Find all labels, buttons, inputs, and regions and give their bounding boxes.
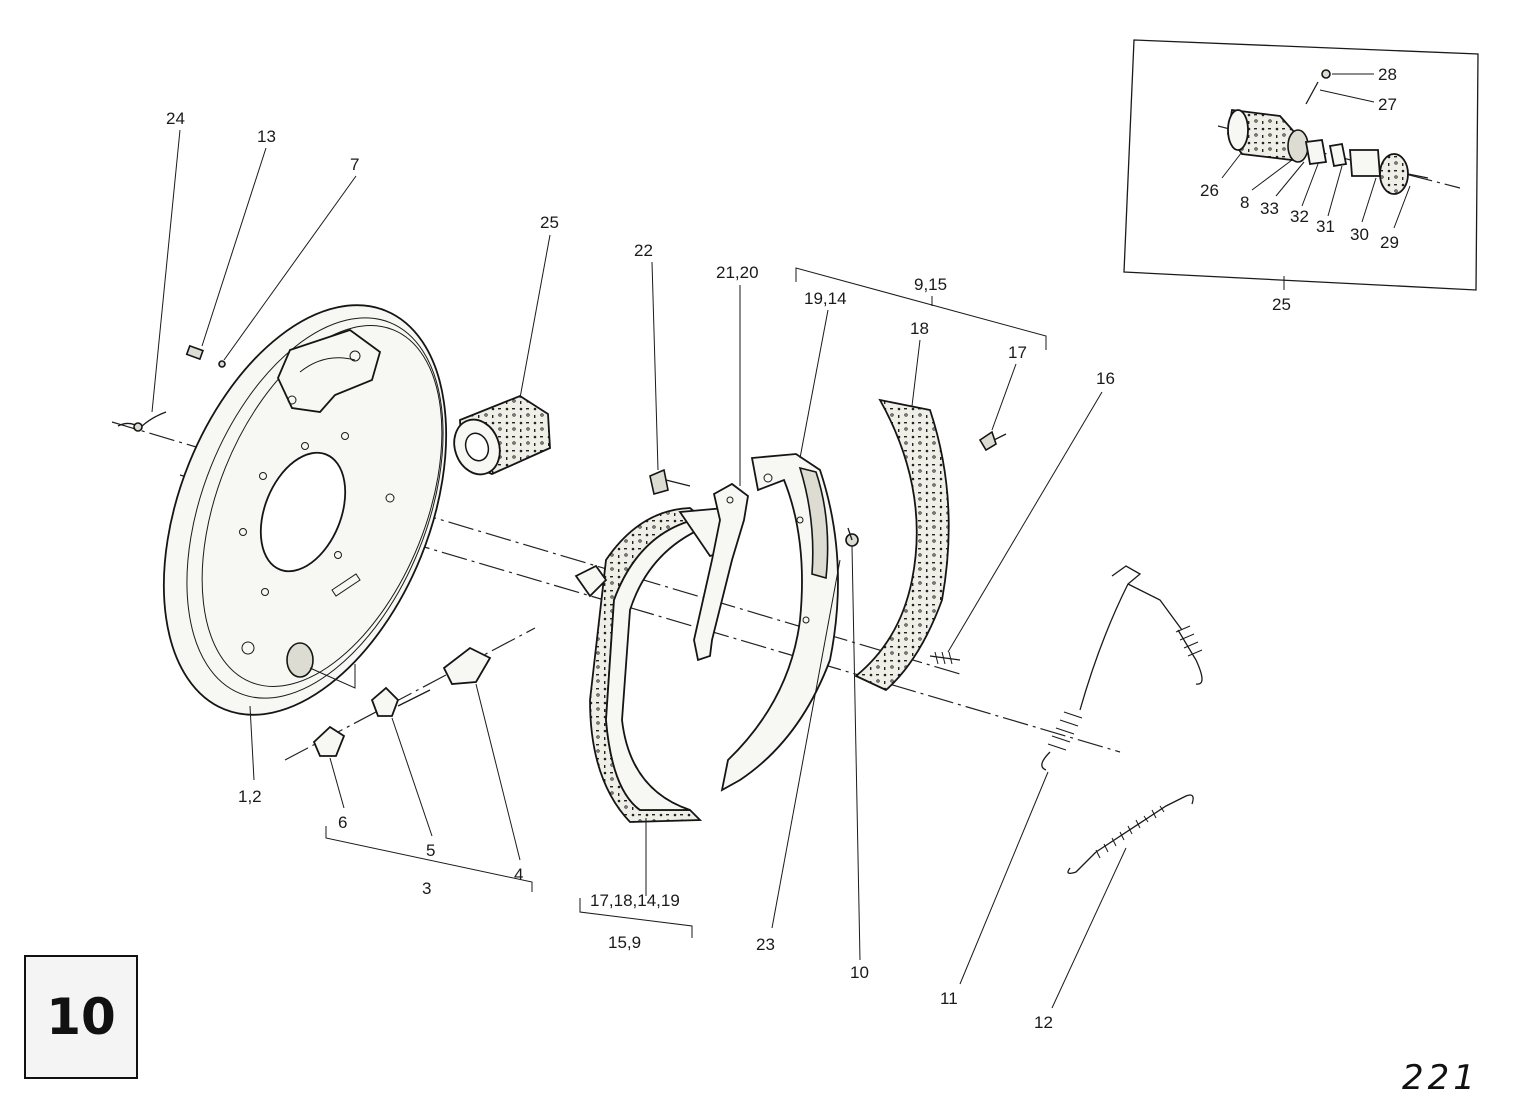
parking-lever (693, 482, 749, 662)
callout-9-15: 9,15 (914, 275, 947, 294)
return-spring-11 (1041, 565, 1203, 771)
page-number: 221 (1402, 1058, 1479, 1098)
inset-wheel-cylinder (1123, 39, 1479, 291)
callout-18: 18 (910, 319, 929, 338)
inset-callout-26: 26 (1200, 181, 1219, 200)
callout-11: 11 (940, 989, 958, 1008)
callout-6: 6 (338, 813, 347, 832)
return-spring-12 (1067, 794, 1194, 874)
inset-callout-29: 29 (1380, 233, 1399, 252)
callout-16: 16 (1096, 369, 1115, 388)
rear-brake-shoe (720, 453, 839, 792)
small-parts-top-left (117, 344, 226, 432)
brake-lining-18 (854, 398, 950, 692)
bolt-22 (649, 468, 691, 496)
callout-23: 23 (756, 935, 775, 954)
small-parts-right (845, 430, 1007, 665)
callout-5: 5 (426, 841, 435, 860)
inset-callout-30: 30 (1350, 225, 1369, 244)
callout-13: 13 (257, 127, 276, 146)
section-badge: 10 (24, 955, 138, 1079)
inset-callout-33: 33 (1260, 199, 1279, 218)
inset-callout-28: 28 (1378, 65, 1397, 84)
callout-22: 22 (634, 241, 653, 260)
adjuster-parts (312, 646, 492, 757)
callout-7: 7 (350, 155, 359, 174)
inset-callout-31: 31 (1316, 217, 1335, 236)
callout-labels: 24 13 7 25 22 21,20 9,15 19,14 18 17 16 … (166, 65, 1399, 1032)
callout-4: 4 (514, 865, 523, 884)
callout-25-bushing: 25 (540, 213, 559, 232)
callout-19-14: 19,14 (804, 289, 847, 308)
wheel-cylinder-bushing (453, 394, 551, 476)
inset-label-25: 25 (1272, 295, 1291, 314)
inset-callout-8: 8 (1240, 193, 1249, 212)
callout-1-2: 1,2 (238, 787, 262, 806)
callout-17: 17 (1008, 343, 1027, 362)
backing-plate (162, 304, 448, 716)
leader-lines (151, 129, 1127, 1009)
callout-24: 24 (166, 109, 185, 128)
section-number: 10 (46, 988, 116, 1046)
callout-12: 12 (1034, 1013, 1053, 1032)
inset-callout-27: 27 (1378, 95, 1397, 114)
callout-15-9: 15,9 (608, 933, 641, 952)
callout-10: 10 (850, 963, 869, 982)
front-brake-shoe (574, 507, 731, 823)
inset-callout-32: 32 (1290, 207, 1309, 226)
callout-17-18-14-19: 17,18,14,19 (590, 891, 680, 910)
callout-21-20: 21,20 (716, 263, 759, 282)
callout-3: 3 (422, 879, 431, 898)
